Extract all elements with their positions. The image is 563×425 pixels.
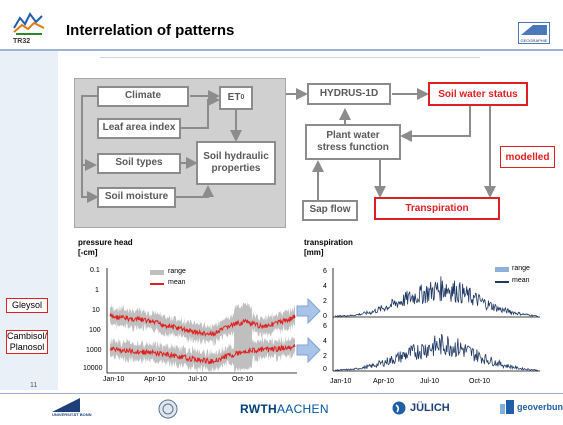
right-ytick: 2 [323,353,327,360]
right-ytick: 4 [323,338,327,345]
header-divider [0,49,563,51]
geoverbund-logo-text: geoverbund [517,402,563,412]
geoverbund-logo: geoverbund [500,400,563,414]
climate-box: Climate [97,86,189,107]
left-ytick: 0.1 [90,267,100,274]
left-ytick: 10000 [83,365,103,372]
soil-moisture-box: Soil moisture [97,187,176,208]
uni-bonn-logo-mark [52,398,80,412]
right-chart-ylabel: transpiration [mm] [304,238,353,257]
tr32-label: TR32 [13,38,31,45]
uni-bonn-logo: UNIVERSITÄT BONN [52,398,100,420]
soil-hydraulic-line2: properties [211,163,261,174]
header-thin-divider [100,57,480,58]
rwth-logo-b: AACHEN [276,402,329,416]
gleysol-mean-line [109,312,296,338]
right-ylabel-line2: [mm] [304,247,324,257]
left-ytick: 100 [89,327,101,334]
julich-logo: JÜLICH [392,401,450,415]
right-legend-range: range [512,265,530,272]
julich-logo-mark [392,401,406,415]
uni-bonn-logo-text: UNIVERSITÄT BONN [52,412,92,417]
geographie-logo: GEOGRAPHIE [518,22,550,44]
gleysol-label: Gleysol [6,298,48,313]
gleysol-range-area [110,301,295,347]
seal-logo [158,399,180,419]
footer-divider [0,393,563,394]
gleysol-arrow [296,297,321,325]
et0-label: ET [227,91,241,103]
left-ytick: 1 [95,287,99,294]
et0-subscript: 0 [240,93,245,101]
plant-water-line2: stress function [317,142,389,153]
right-ytick: 0 [323,366,327,373]
julich-logo-text: JÜLICH [410,402,450,414]
gleysol-transpiration-line [335,276,539,317]
plant-water-line1: Plant water [326,129,380,141]
cambisol-transpiration-line [334,333,539,371]
sap-flow-box: Sap flow [302,200,358,221]
right-xtick: Apr-10 [373,378,395,385]
right-ytick: 2 [323,298,327,305]
lai-box: Leaf area index [97,118,181,139]
rwth-logo-a: RWTH [240,402,277,416]
soil-water-status-box: Soil water status [428,82,528,106]
tr32-logo [13,12,45,35]
cambisol-line1: Cambisol/ [7,331,48,342]
modelled-label: modelled [500,146,555,168]
cambisol-range-area [110,330,295,374]
hydrus-box: HYDRUS-1D [307,83,391,105]
page-title: Interrelation of patterns [66,22,235,39]
left-xtick: Apr-10 [144,376,166,383]
cambisol-arrow [296,336,321,364]
geoverbund-logo-mark [500,400,514,414]
geographie-logo-text: GEOGRAPHIE [520,38,548,43]
left-ylabel-line2: [-cm] [78,247,98,257]
page-number: 11 [30,382,38,389]
right-xtick: Oct-10 [469,378,491,385]
left-chart-ylabel: pressure head [-cm] [78,238,133,257]
right-ytick: 6 [323,268,327,275]
left-legend-mean: mean [168,279,186,286]
cambisol-mean-line [109,343,296,365]
left-legend-range: range [168,268,186,275]
right-legend-mean-swatch [495,281,509,283]
left-ylabel-line1: pressure head [78,238,133,247]
left-xtick: Jan-10 [103,376,125,383]
left-legend-range-swatch [150,270,164,275]
right-xtick: Jan-10 [330,378,352,385]
left-xtick: Oct-10 [232,376,254,383]
soil-hydraulic-box: Soil hydraulic properties [196,141,276,185]
right-legend-mean: mean [512,277,530,284]
left-xtick: Jul-10 [188,376,208,383]
right-ytick: 6 [323,323,327,330]
right-ytick: 4 [323,283,327,290]
soil-types-box: Soil types [97,153,181,174]
left-ytick: 1000 [86,347,102,354]
left-ytick: 10 [92,307,100,314]
transpiration-box: Transpiration [374,197,500,220]
soil-hydraulic-line1: Soil hydraulic [203,150,269,162]
right-xtick: Jul-10 [420,378,440,385]
left-legend-mean-swatch [150,283,164,285]
right-ylabel-line1: transpiration [304,238,353,247]
cambisol-line2: Planosol [9,342,45,352]
plant-water-box: Plant water stress function [305,124,401,160]
cambisol-label: Cambisol/ Planosol [6,330,48,354]
right-legend-range-swatch [495,267,509,272]
right-ytick: 0 [323,313,327,320]
